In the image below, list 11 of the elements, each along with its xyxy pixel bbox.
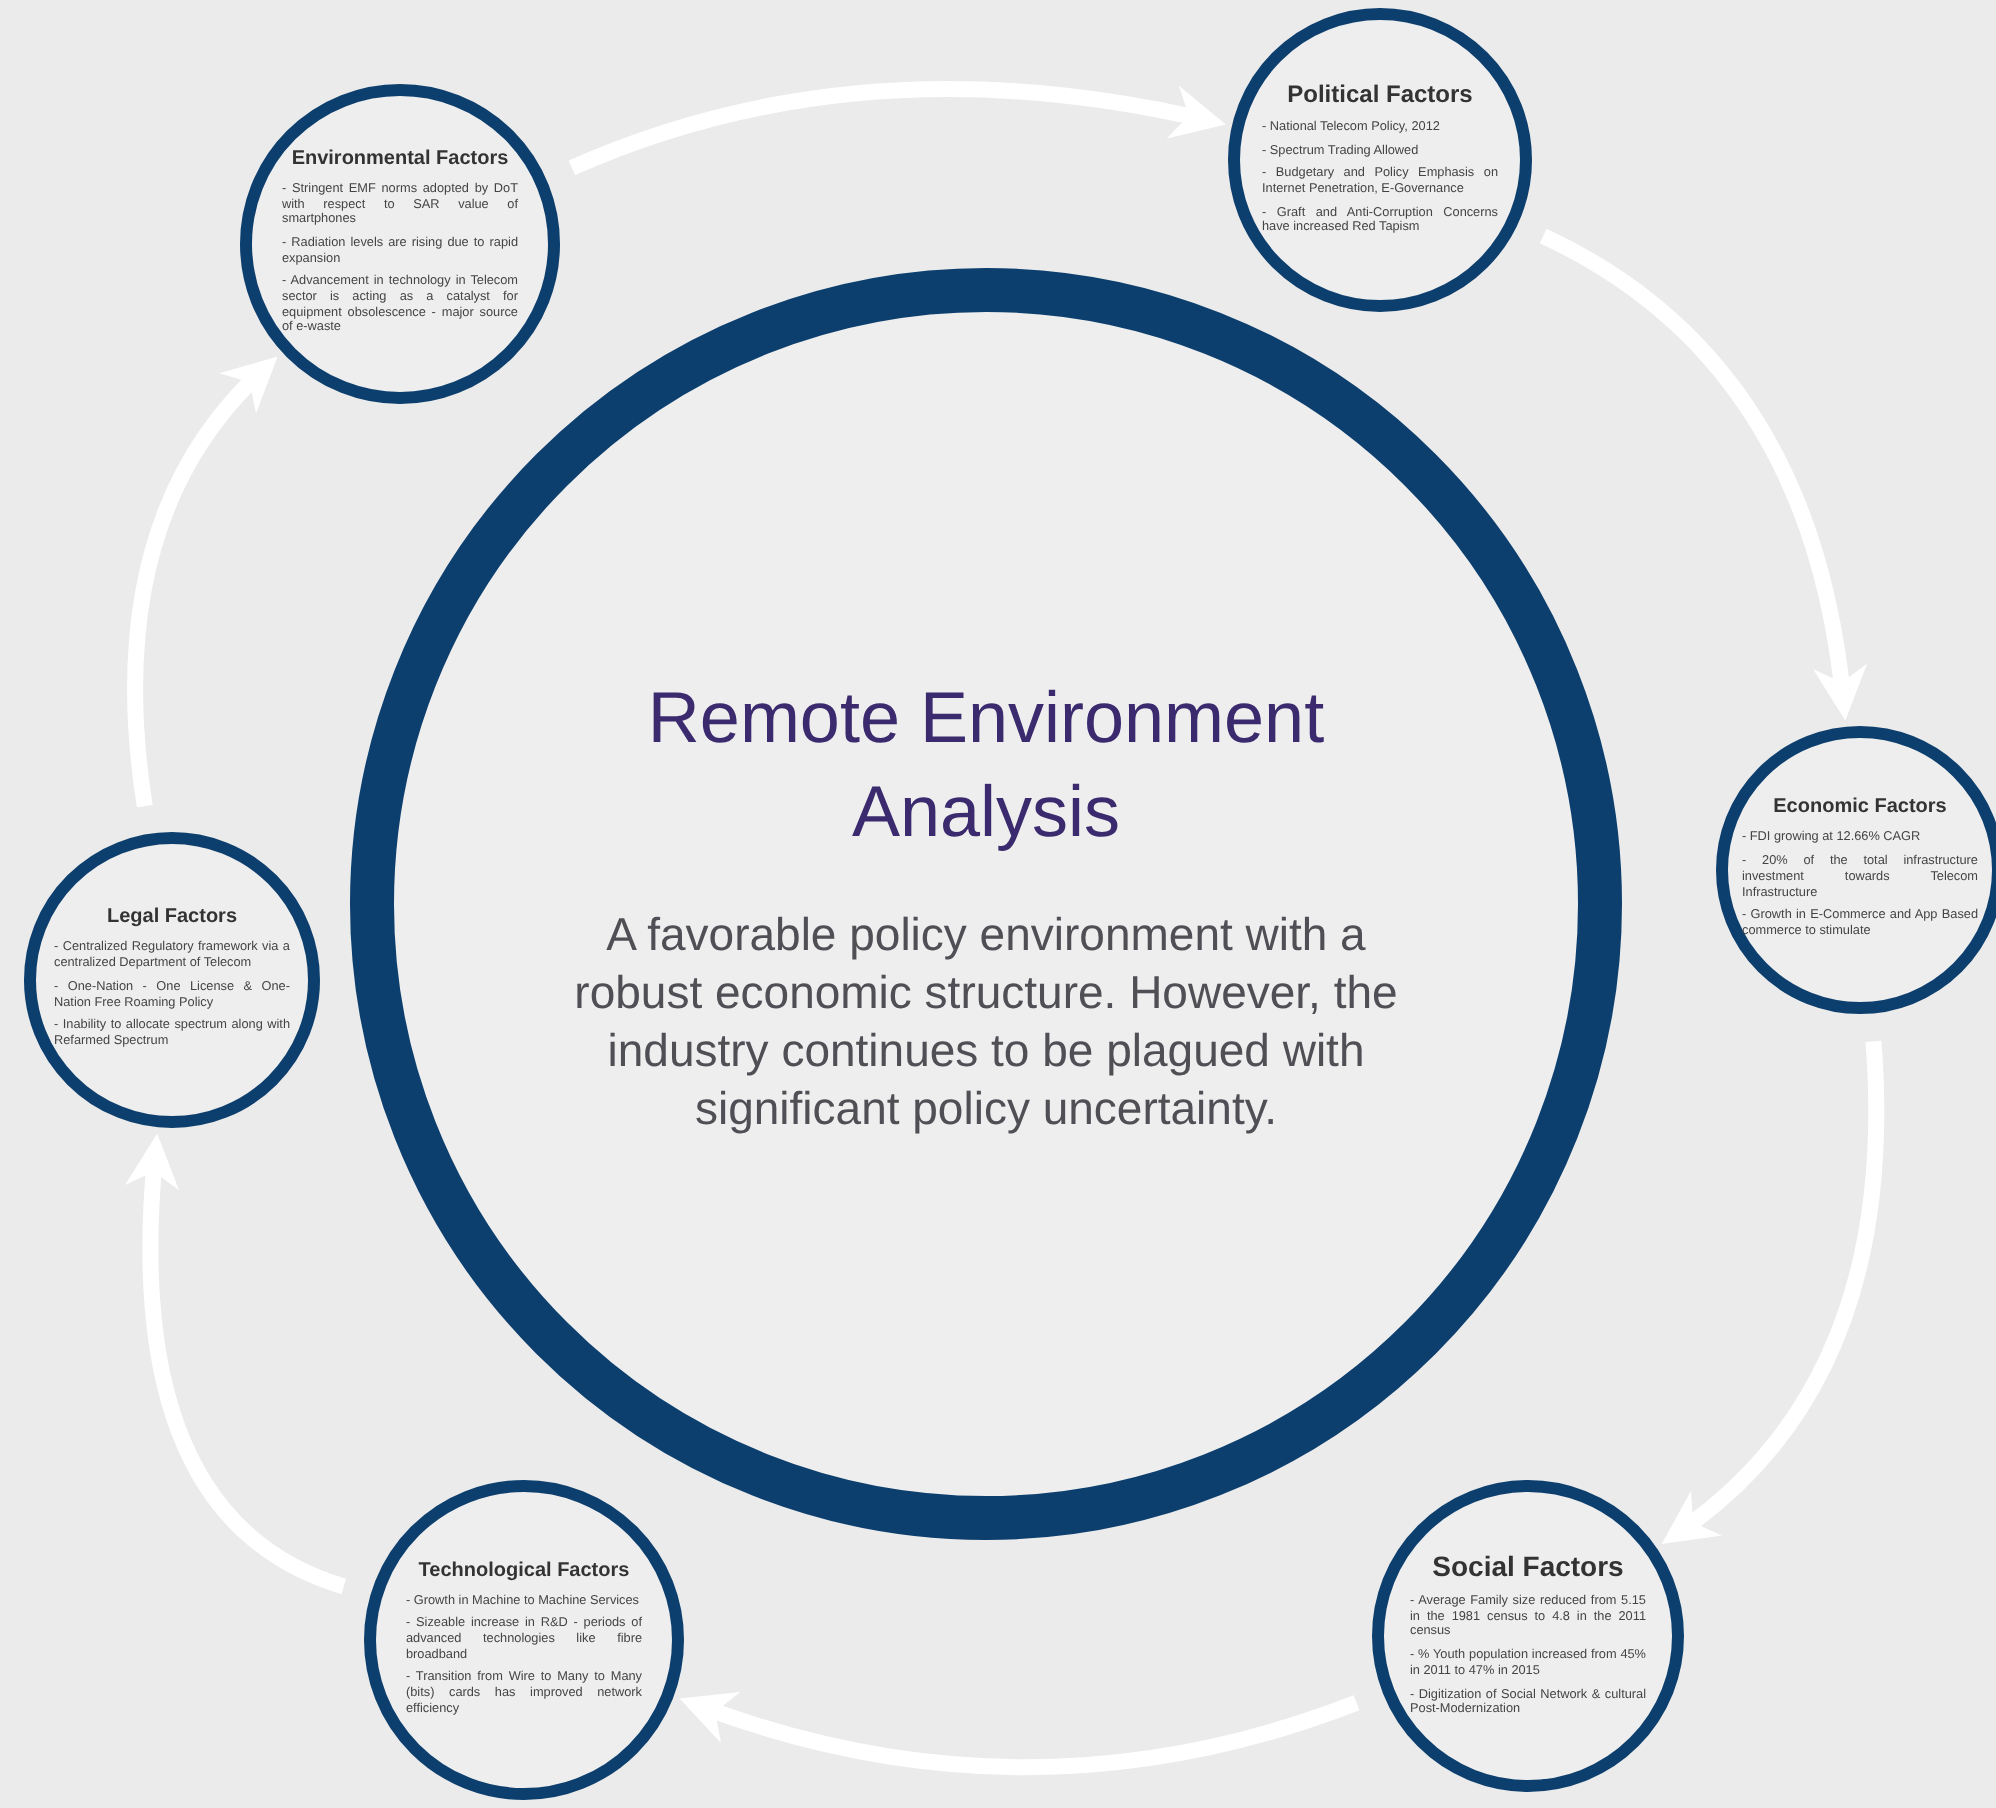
arrow — [679, 1691, 1360, 1776]
arrow — [1539, 228, 1866, 721]
circle-title: Social Factors — [1432, 1550, 1624, 1583]
diagram-heading: Remote Environment Analysis — [645, 673, 1327, 855]
circle-title: Economic Factors — [1773, 796, 1947, 819]
circle-title: Legal Factors — [106, 906, 238, 929]
circle-title: Technological Factors — [418, 1559, 630, 1582]
circle-title: Environmental Factors — [291, 147, 509, 170]
summary-text: A favorable policy environment with a robust economic structure. However, the industry continues to be plagued with significant policy uncertainty. — [572, 906, 1400, 1137]
arrow — [568, 81, 1226, 176]
circle-title: Political Factors — [1287, 79, 1473, 108]
